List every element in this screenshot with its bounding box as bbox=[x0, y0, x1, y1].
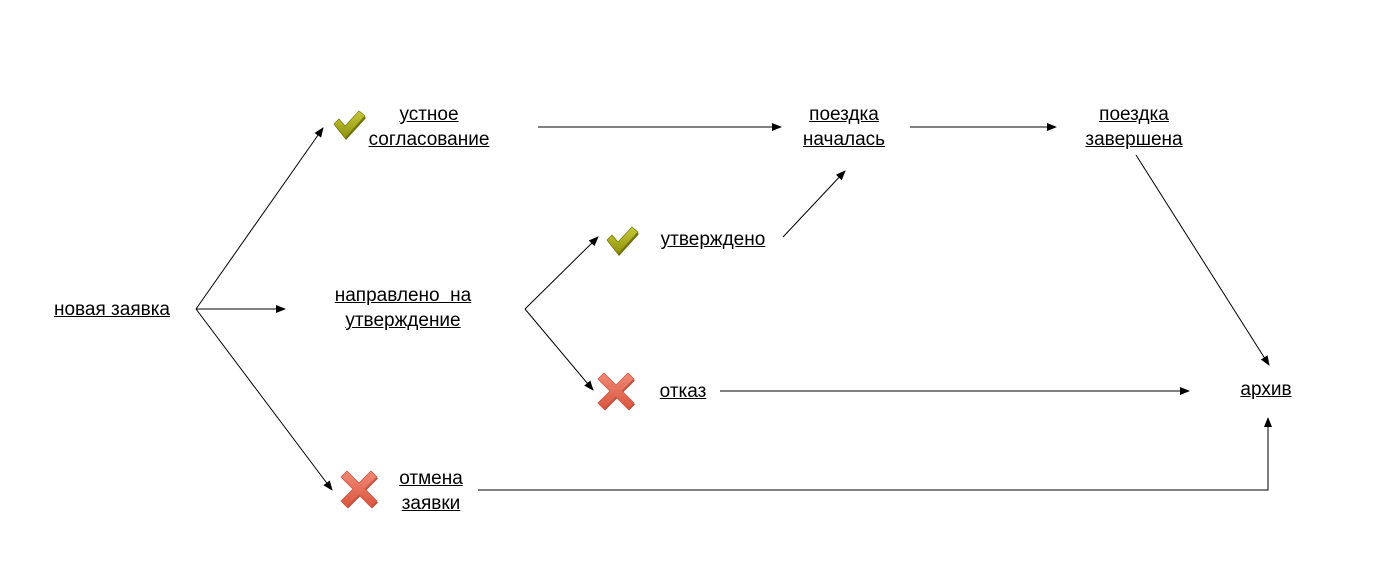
arrow-cancel-to-archive bbox=[478, 417, 1272, 491]
arrow-approved-to-trip-started bbox=[782, 170, 846, 238]
node-cancel-request-line1: отмена bbox=[399, 468, 463, 489]
arrow-new-to-oral-approval bbox=[195, 127, 324, 310]
node-new-request-text: новая заявка bbox=[53, 299, 171, 320]
node-archive-text: архив bbox=[1240, 379, 1292, 400]
node-trip-started[interactable]: поездка началась bbox=[789, 102, 899, 152]
node-trip-finished[interactable]: поездка завершена bbox=[1074, 102, 1194, 152]
node-sent-for-approval-line2: утверждение bbox=[345, 310, 461, 331]
checkmark-icon bbox=[606, 226, 639, 256]
arrow-sent-to-refusal bbox=[524, 308, 594, 391]
node-approved-text: утверждено bbox=[660, 229, 766, 250]
cross-icon bbox=[340, 470, 378, 509]
node-new-request[interactable]: новая заявка bbox=[44, 297, 180, 322]
node-cancel-request[interactable]: отмена заявки bbox=[381, 466, 481, 516]
node-cancel-request-line2: заявки bbox=[401, 493, 461, 514]
arrow-new-to-cancel bbox=[195, 308, 333, 491]
node-oral-approval[interactable]: устное согласование bbox=[354, 102, 504, 152]
node-oral-approval-line1: устное bbox=[399, 104, 459, 125]
node-archive[interactable]: архив bbox=[1230, 377, 1302, 402]
node-refusal-text: отказ bbox=[659, 381, 707, 402]
node-trip-finished-line2: завершена bbox=[1085, 129, 1183, 150]
checkmark-icon bbox=[333, 110, 366, 140]
node-trip-started-line2: началась bbox=[802, 129, 886, 150]
arrow-trip-finished-to-archive bbox=[1135, 154, 1270, 366]
node-trip-started-line1: поездка bbox=[809, 104, 879, 125]
node-approved[interactable]: утверждено bbox=[646, 227, 780, 252]
cross-icon bbox=[597, 372, 635, 411]
arrow-sent-to-approved bbox=[524, 236, 599, 310]
node-sent-for-approval-line1: направлено на bbox=[334, 285, 472, 306]
node-oral-approval-line2: согласование bbox=[368, 129, 490, 150]
node-refusal[interactable]: отказ bbox=[646, 379, 720, 404]
node-trip-finished-line1: поездка bbox=[1099, 104, 1169, 125]
node-sent-for-approval[interactable]: направлено на утверждение bbox=[318, 283, 488, 333]
connectors bbox=[195, 123, 1272, 491]
